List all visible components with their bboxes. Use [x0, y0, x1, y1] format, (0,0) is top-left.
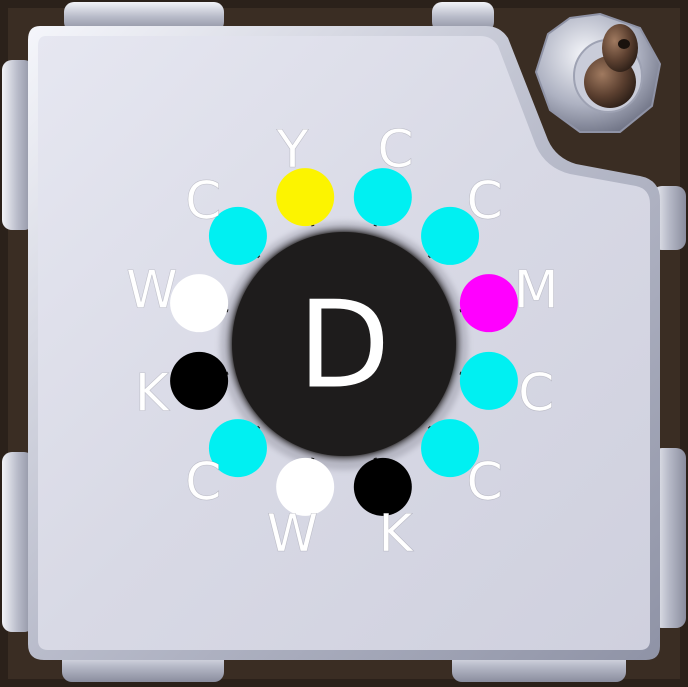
slot-letter: M — [514, 260, 559, 320]
slot-letter: C — [467, 453, 503, 513]
color-slot-9[interactable]: K — [134, 351, 229, 424]
rotary-knob-icon[interactable] — [534, 12, 662, 133]
color-slot-4[interactable]: C — [459, 351, 555, 424]
magenta-dot[interactable] — [459, 274, 518, 333]
slot-letter: W — [267, 504, 318, 564]
cyan-dot[interactable] — [459, 351, 518, 410]
color-slot-1[interactable]: C — [353, 119, 414, 227]
slot-letter: C — [518, 364, 554, 424]
slot-letter: C — [185, 453, 221, 513]
white-dot[interactable] — [170, 274, 229, 333]
color-slot-8[interactable]: C — [185, 419, 267, 513]
yellow-dot[interactable] — [276, 168, 335, 227]
color-slot-7[interactable]: W — [266, 457, 335, 565]
slot-letter: W — [126, 260, 177, 320]
color-slot-10[interactable]: W — [126, 260, 229, 333]
black-dot[interactable] — [353, 457, 412, 516]
color-slot-2[interactable]: C — [421, 171, 503, 265]
color-slot-5[interactable]: C — [421, 419, 503, 513]
slot-letter: C — [377, 120, 413, 180]
cyan-dot[interactable] — [421, 206, 480, 265]
color-slot-11[interactable]: C — [185, 171, 267, 265]
white-dot[interactable] — [276, 457, 335, 516]
slot-letter: K — [378, 504, 414, 564]
cyan-dot[interactable] — [208, 419, 267, 478]
cyan-dot[interactable] — [421, 419, 480, 478]
slot-letter: Y — [276, 120, 309, 180]
center-hub-core — [232, 232, 456, 456]
slot-letter: K — [135, 364, 171, 424]
slot-letter: C — [185, 171, 221, 231]
color-slot-12[interactable]: Y — [275, 119, 335, 227]
cyan-dot[interactable] — [208, 206, 267, 265]
black-dot[interactable] — [170, 351, 229, 410]
color-slot-3[interactable]: M — [459, 260, 559, 333]
color-slot-6[interactable]: K — [353, 457, 415, 565]
slot-letter: C — [467, 171, 503, 231]
center-letter: D — [298, 277, 390, 416]
cyan-dot[interactable] — [353, 168, 412, 227]
